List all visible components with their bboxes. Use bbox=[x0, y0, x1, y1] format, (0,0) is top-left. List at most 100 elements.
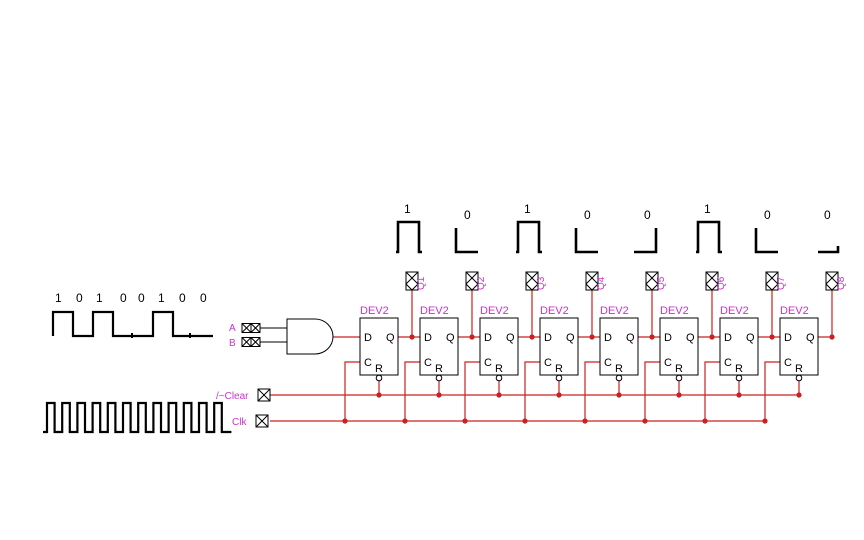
reset-bubble bbox=[435, 374, 443, 382]
flip-flop-box bbox=[539, 317, 579, 376]
pin-r-label: R bbox=[435, 363, 443, 375]
clock-junction-dot bbox=[762, 418, 768, 424]
clock-junction-dot bbox=[462, 418, 468, 424]
q-output-wire bbox=[758, 290, 773, 338]
clock-wire bbox=[344, 361, 360, 421]
port-cross bbox=[250, 337, 261, 347]
output-waveform bbox=[516, 220, 542, 254]
output-label: Q8 bbox=[836, 276, 847, 290]
output-port-cross bbox=[765, 271, 779, 285]
clock-wire bbox=[404, 361, 420, 421]
output-port-cross bbox=[585, 271, 599, 285]
clear-junction-dot bbox=[376, 392, 382, 398]
device-label: DEV2 bbox=[420, 305, 449, 317]
q-output-wire bbox=[638, 290, 653, 338]
output-port: Q6 bbox=[705, 271, 727, 291]
clock-junction-dot bbox=[402, 418, 408, 424]
port-cross bbox=[255, 414, 269, 428]
output-label: Q7 bbox=[776, 276, 787, 290]
reset-bubble bbox=[675, 374, 683, 382]
output-bit-label: 0 bbox=[464, 208, 471, 222]
clock-port bbox=[255, 414, 269, 428]
output-label: Q4 bbox=[596, 276, 607, 290]
clock-wire bbox=[584, 361, 600, 421]
pin-c-label: C bbox=[664, 357, 672, 369]
pin-c-label: C bbox=[424, 357, 432, 369]
output-waveform bbox=[696, 220, 722, 254]
clock-wire bbox=[644, 361, 660, 421]
device-label: DEV2 bbox=[720, 305, 749, 317]
q-output-wire bbox=[458, 290, 473, 338]
pin-q-label: Q bbox=[506, 332, 515, 344]
pin-q-label: Q bbox=[806, 332, 815, 344]
pin-q-label: Q bbox=[746, 332, 755, 344]
clock-junction-dot bbox=[522, 418, 528, 424]
output-port-cross bbox=[825, 271, 839, 285]
pin-q-label: Q bbox=[386, 332, 395, 344]
input-waveform bbox=[51, 310, 213, 338]
output-label: Q1 bbox=[416, 276, 427, 290]
device-label: DEV2 bbox=[660, 305, 689, 317]
output-waveform bbox=[454, 228, 478, 254]
pin-c-label: C bbox=[544, 357, 552, 369]
pin-q-label: Q bbox=[626, 332, 635, 344]
pin-d-label: D bbox=[544, 332, 552, 344]
pin-r-label: R bbox=[615, 363, 623, 375]
clock-waveform bbox=[43, 401, 232, 434]
q-output-wire bbox=[698, 290, 713, 338]
output-label: Q5 bbox=[656, 276, 667, 290]
pin-r-label: R bbox=[495, 363, 503, 375]
q-junction-dot bbox=[769, 334, 775, 340]
q-junction-dot bbox=[829, 334, 835, 340]
clock-wire bbox=[704, 361, 720, 421]
input-label-b: B bbox=[229, 338, 236, 349]
pin-d-label: D bbox=[664, 332, 672, 344]
reset-bubble bbox=[555, 374, 563, 382]
output-port-arrow bbox=[405, 283, 419, 291]
pin-q-label: Q bbox=[686, 332, 695, 344]
pin-d-label: D bbox=[484, 332, 492, 344]
pin-d-label: D bbox=[364, 332, 372, 344]
pin-r-label: R bbox=[555, 363, 563, 375]
output-port: Q1 bbox=[405, 271, 427, 291]
q-output-wire bbox=[578, 290, 593, 338]
pin-d-label: D bbox=[724, 332, 732, 344]
output-port-cross bbox=[465, 271, 479, 285]
output-port-cross bbox=[525, 271, 539, 285]
clock-wire bbox=[524, 361, 540, 421]
clock-junction-dot bbox=[342, 418, 348, 424]
output-port: Q5 bbox=[645, 271, 667, 291]
device-label: DEV2 bbox=[600, 305, 629, 317]
pin-d-label: D bbox=[424, 332, 432, 344]
input-bit-label: 1 bbox=[158, 291, 165, 305]
output-bit-label: 0 bbox=[584, 208, 591, 222]
pin-c-label: C bbox=[784, 357, 792, 369]
output-port-arrow bbox=[585, 283, 599, 291]
output-label: Q2 bbox=[476, 276, 487, 290]
clock-wire bbox=[464, 361, 480, 421]
device-label: DEV2 bbox=[780, 305, 809, 317]
output-port: Q7 bbox=[765, 271, 787, 291]
output-bit-label: 1 bbox=[404, 202, 411, 216]
pin-r-label: R bbox=[795, 363, 803, 375]
port-cross bbox=[250, 323, 261, 333]
output-port: Q2 bbox=[465, 271, 487, 291]
output-waveform bbox=[818, 246, 840, 254]
clear-port bbox=[257, 388, 271, 402]
clear-junction-dot bbox=[796, 392, 802, 398]
output-bit-label: 1 bbox=[704, 202, 711, 216]
clear-junction-dot bbox=[496, 392, 502, 398]
pin-q-label: Q bbox=[566, 332, 575, 344]
output-bit-label: 0 bbox=[644, 208, 651, 222]
flip-flop-box bbox=[599, 317, 639, 376]
input-label-a: A bbox=[229, 323, 236, 334]
pin-c-label: C bbox=[604, 357, 612, 369]
input-bit-label: 0 bbox=[138, 291, 145, 305]
output-waveform bbox=[634, 228, 658, 254]
input-bit-label: 0 bbox=[200, 291, 207, 305]
